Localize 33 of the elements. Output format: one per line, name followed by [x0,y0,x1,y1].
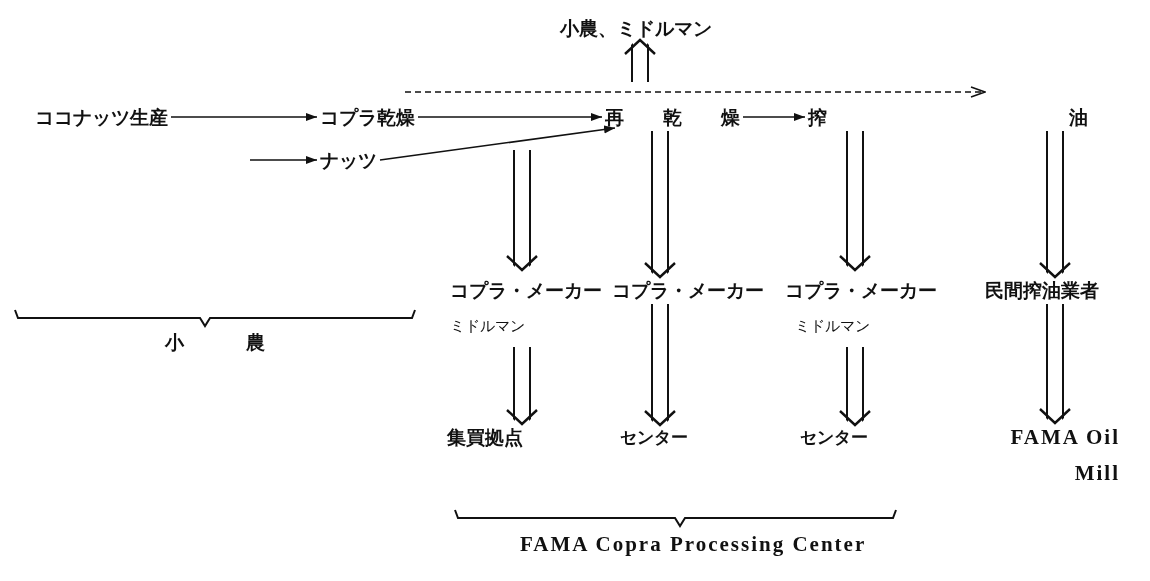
step-label: コプラ・メーカー [785,278,937,303]
step-label: 再乾燥 [605,99,740,135]
arrow [249,156,318,164]
step-label: FAMA Oil Mill [1010,419,1120,491]
arrow [505,150,539,272]
step-label: ミドルマン [450,316,526,337]
step-label: 搾油 [808,92,1088,135]
group-label: FAMA Copra Processing Center [520,532,867,557]
arrow [505,347,539,426]
step-label: コプラ・メーカー [612,272,764,308]
arrow [417,113,603,121]
step-label: ミドルマン [794,316,871,337]
arrow [623,38,657,82]
step-label: コプラ乾燥 [320,92,415,135]
step-label: センター [800,419,868,455]
step-label: ココナッツ生産 [35,99,168,135]
arrow [404,86,986,98]
step-label: 民間搾油業者 [985,272,1099,308]
arrow [379,125,616,161]
step-label: ナッツ [320,142,377,178]
arrow [170,113,318,121]
arrow [643,304,677,427]
arrow [742,113,806,121]
arrow [1038,131,1072,279]
step-label: 小農、ミドルマン [560,10,712,46]
arrow [643,131,677,279]
step-label: 集買拠点 [447,419,523,455]
arrow [838,347,872,427]
step-label: コプラ・メーカー [450,278,602,303]
step-label: センター [620,419,688,455]
group-label: 小農 [165,330,265,355]
arrow [838,131,872,272]
arrow [1038,304,1072,425]
